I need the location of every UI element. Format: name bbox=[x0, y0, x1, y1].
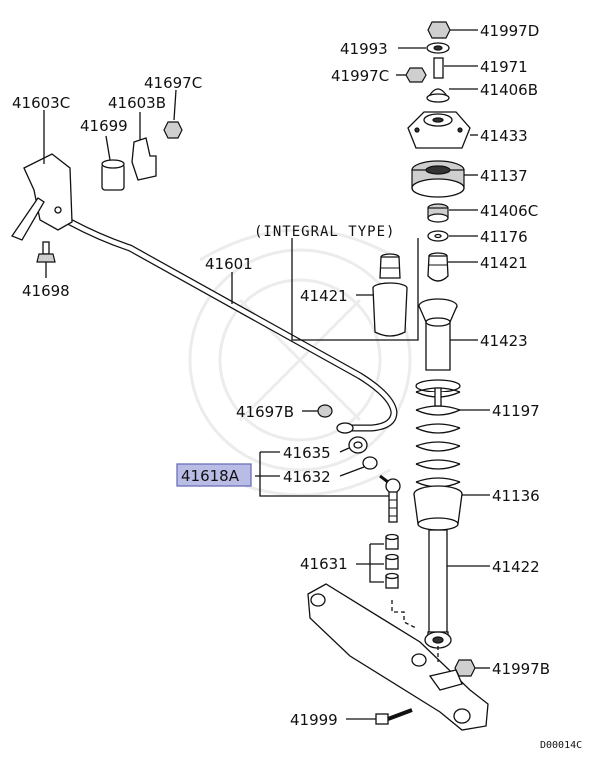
washer-41176[interactable]: 41176 bbox=[427, 228, 528, 246]
label-41603B: 41603B bbox=[108, 94, 166, 112]
label-41406B: 41406B bbox=[480, 81, 538, 99]
shock-absorber-41422[interactable]: 41422 bbox=[424, 529, 540, 649]
label-41422: 41422 bbox=[492, 558, 540, 576]
label-41993: 41993 bbox=[340, 40, 388, 58]
strut-mount-41433[interactable]: 41433 bbox=[407, 111, 528, 149]
label-41136: 41136 bbox=[492, 487, 540, 505]
label-41433: 41433 bbox=[480, 127, 528, 145]
label-41631: 41631 bbox=[300, 555, 348, 573]
bracket-group-left: 41603C 41698 41699 41603B 41697C bbox=[11, 74, 202, 300]
integral-type-box: (INTEGRAL TYPE) 41421 bbox=[254, 224, 419, 341]
ring-41632[interactable]: 41632 bbox=[283, 456, 378, 486]
label-41697B: 41697B bbox=[236, 403, 294, 421]
label-41176: 41176 bbox=[480, 228, 528, 246]
dust-cover-41423[interactable]: 41423 bbox=[418, 298, 528, 371]
nut-41997D[interactable]: 41997D bbox=[427, 21, 539, 40]
nut-41697B[interactable]: 41697B bbox=[236, 403, 333, 421]
bushing-41406B[interactable]: 41406B bbox=[426, 81, 538, 103]
bushings-41631[interactable]: 41631 bbox=[300, 533, 399, 589]
label-41421-right: 41421 bbox=[480, 254, 528, 272]
nut-41997B[interactable]: 41997B bbox=[454, 659, 550, 678]
label-41997B: 41997B bbox=[492, 660, 550, 678]
label-41197: 41197 bbox=[492, 402, 540, 420]
label-41603C: 41603C bbox=[12, 94, 70, 112]
label-41137: 41137 bbox=[480, 167, 528, 185]
diagram-code: D00014C bbox=[540, 740, 582, 751]
label-41601: 41601 bbox=[205, 255, 253, 273]
collar-41971[interactable]: 41971 bbox=[433, 57, 528, 79]
integral-type-label: (INTEGRAL TYPE) bbox=[254, 224, 395, 240]
label-41421-box: 41421 bbox=[300, 287, 348, 305]
stabilizer-link-rod[interactable] bbox=[379, 474, 401, 523]
strut-assembly: 41997D 41993 41971 41997C 41406B bbox=[331, 21, 550, 678]
label-41699: 41699 bbox=[80, 117, 128, 135]
label-41698: 41698 bbox=[22, 282, 70, 300]
link-assembly-41618A[interactable]: 41618A bbox=[176, 463, 252, 487]
label-41997D: 41997D bbox=[480, 22, 539, 40]
bushing-41406C[interactable]: 41406C bbox=[427, 202, 538, 223]
label-41406C: 41406C bbox=[480, 202, 538, 220]
bracket-41603C[interactable]: 41603C bbox=[11, 94, 73, 241]
label-41423: 41423 bbox=[480, 332, 528, 350]
lower-arm[interactable] bbox=[307, 583, 489, 731]
coil-spring-41197[interactable]: 41197 bbox=[415, 379, 540, 488]
label-41997C: 41997C bbox=[331, 67, 389, 85]
bushing-41635[interactable]: 41635 bbox=[283, 436, 368, 462]
label-41618A: 41618A bbox=[181, 467, 240, 485]
watermark-emblem bbox=[188, 228, 412, 497]
washer-41993[interactable]: 41993 bbox=[340, 40, 450, 58]
bolt-41698[interactable]: 41698 bbox=[22, 241, 70, 300]
spring-seat-41136[interactable]: 41136 bbox=[413, 485, 540, 531]
label-41635: 41635 bbox=[283, 444, 331, 462]
clamp-41603B[interactable]: 41603B bbox=[108, 94, 166, 181]
bump-stop-41421[interactable]: 41421 bbox=[427, 252, 528, 282]
nut-41997C[interactable]: 41997C bbox=[331, 67, 427, 85]
label-41697C: 41697C bbox=[144, 74, 202, 92]
stabilizer-bar-41601[interactable]: 41601 bbox=[66, 218, 398, 434]
bushing-41699[interactable]: 41699 bbox=[80, 117, 128, 191]
nut-41697C[interactable]: 41697C bbox=[144, 74, 202, 139]
label-41632: 41632 bbox=[283, 468, 331, 486]
label-41971: 41971 bbox=[480, 58, 528, 76]
dust-cover-integral-41421[interactable]: 41421 bbox=[300, 253, 408, 337]
stabilizer-link-group: 41618A 41635 41632 bbox=[176, 436, 401, 589]
bearing-41137[interactable]: 41137 bbox=[411, 160, 528, 198]
label-41999: 41999 bbox=[290, 711, 338, 729]
bolt-41999[interactable]: 41999 bbox=[290, 708, 413, 729]
